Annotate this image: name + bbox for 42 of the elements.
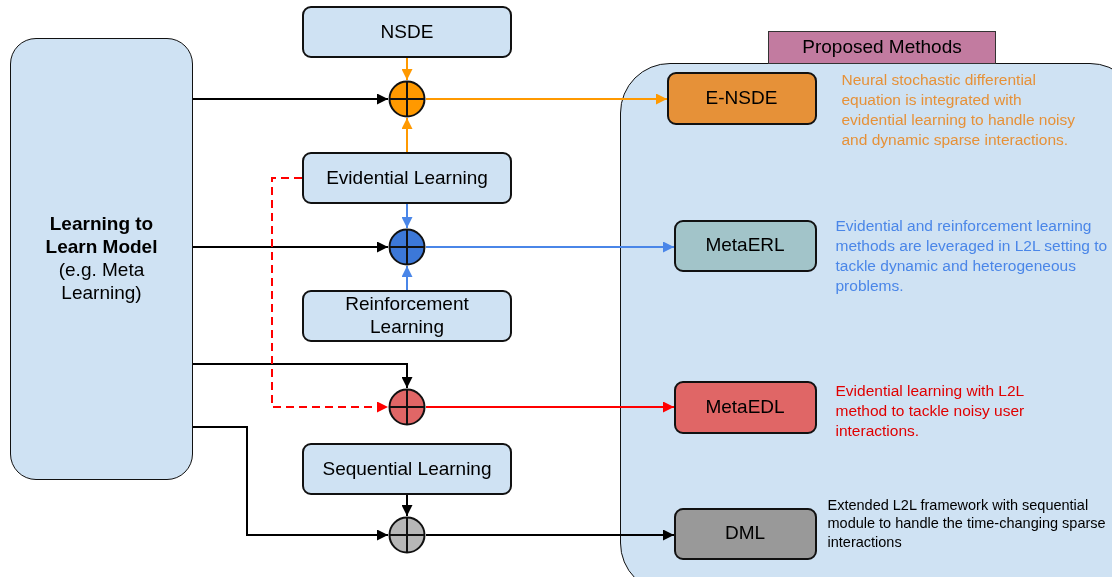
arrow [401,494,413,517]
description-text: Evidential learning with L2L method to tackle noisy user interactions. [835,380,1026,441]
box-label: Sequential Learning [321,457,493,481]
box-label: Evidential Learning [325,166,489,190]
box-label: MetaEDL [704,395,786,419]
summation-circle [388,228,426,266]
process-box [302,6,512,58]
description-text: Evidential and reinforcement learning methods are leveraged in L2L setting to tackle dynamic and heterogeneous problems. [835,215,1109,296]
arrow [192,241,389,253]
arrow [425,93,668,105]
summation-circle [388,80,426,118]
arrow [425,241,675,253]
arrow [401,203,413,229]
arrow [425,401,675,413]
arrow [192,426,389,541]
box-label: NSDE [379,20,435,44]
process-box [302,290,512,342]
box-label: DML [723,522,767,545]
box-title: Learning to Learn Model [44,213,159,259]
arrow [401,265,413,291]
description-text: Extended L2L framework with sequential module to handle the time-changing sparse interactions [827,495,1107,553]
arrow [401,117,413,153]
process-box [666,71,817,125]
model-box [10,38,193,480]
dashed-arrow [271,177,389,413]
process-box [302,152,512,204]
process-box [673,507,817,560]
arrow [192,93,389,105]
process-box [673,380,817,434]
process-box [302,443,512,495]
box-label: E-NSDE [704,86,779,110]
summation-circle [388,516,426,554]
process-box [673,219,817,272]
description-text: Neural stochastic differential equation is integrated with evidential learning to handle noisy and dynamic sparse interactions. [841,69,1077,150]
arrow [425,529,675,541]
box-subtitle: (e.g. Meta Learning) [57,259,146,305]
panel-heading: Proposed Methods [768,31,996,64]
arrow [401,57,413,81]
box-label: Reinforcement Learning [344,293,470,339]
summation-circle [388,388,426,426]
arrow [192,363,413,389]
box-label: MetaERL [704,234,786,257]
